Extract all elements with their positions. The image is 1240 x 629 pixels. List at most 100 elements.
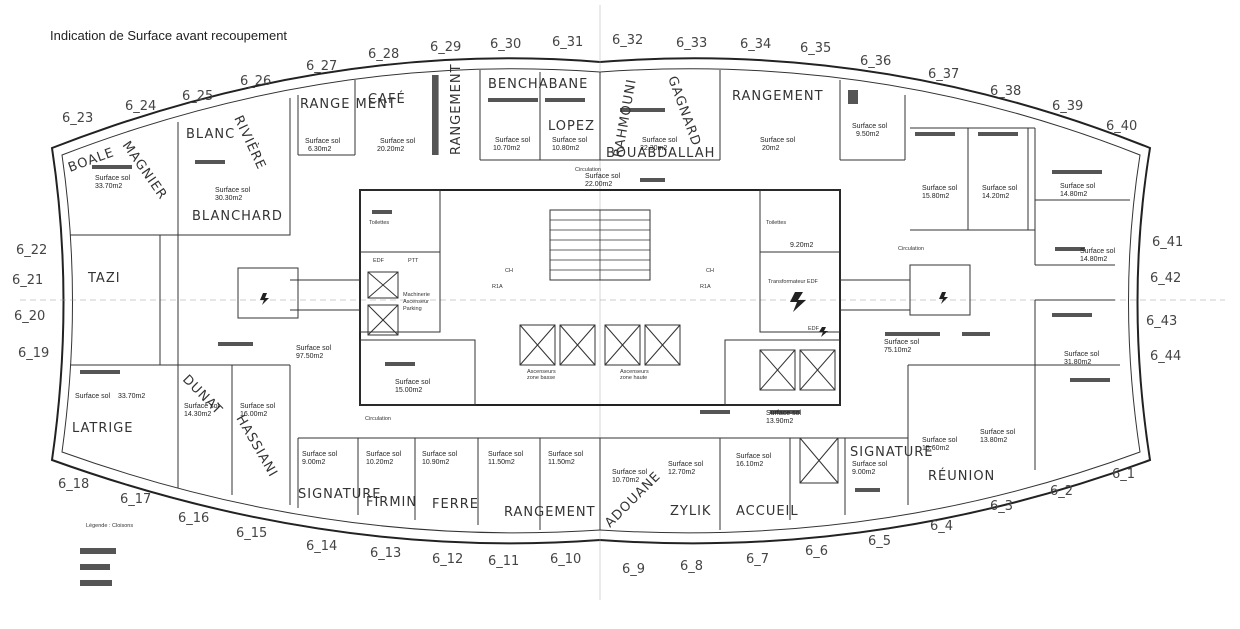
label-asc-haute-1: Ascenseurs: [620, 369, 649, 375]
label-asc-haute-2: zone haute: [620, 375, 647, 381]
surface-value: 14.80m2: [1080, 256, 1107, 263]
office-number-6-37: 6_37: [928, 67, 959, 82]
surface-value: 9.50m2: [856, 131, 879, 138]
surface-value: 22.30m2: [640, 145, 667, 152]
surface-label: Surface sol: [296, 345, 331, 352]
surface-label: Surface sol: [422, 451, 457, 458]
hand-rangement-bottom: RANGEMENT: [504, 505, 596, 520]
surface-label: Surface sol: [852, 461, 887, 468]
surface-value: 11.50m2: [548, 459, 575, 466]
label-circulation-right: Circulation: [898, 246, 924, 252]
office-number-6-31: 6_31: [552, 35, 583, 50]
redaction-marks: [80, 75, 1110, 586]
office-number-6-22: 6_22: [16, 243, 47, 258]
hand-firmin: FIRMIN: [366, 495, 417, 510]
office-number-6-1: 6_1: [1112, 467, 1135, 482]
label-edf-left: EDF: [373, 258, 385, 264]
hand-reunion: RÉUNION: [928, 468, 995, 484]
office-number-6-16: 6_16: [178, 511, 209, 526]
label-ptt: PTT: [408, 258, 419, 264]
office-number-6-27: 6_27: [306, 59, 337, 74]
hand-magnier: MAGNIER: [119, 139, 170, 203]
hand-bouabdallah: BOUABDALLAH: [606, 146, 715, 161]
office-number-6-34: 6_34: [740, 37, 771, 52]
surface-value: 9.20m2: [790, 242, 813, 249]
label-asc-basse-2: zone basse: [527, 375, 555, 381]
office-number-6-17: 6_17: [120, 492, 151, 507]
surface-value: 75.10m2: [884, 347, 911, 354]
hand-lopez: LOPEZ: [548, 119, 595, 134]
office-number-6-28: 6_28: [368, 47, 399, 62]
office-number-6-30: 6_30: [490, 37, 521, 52]
office-number-6-10: 6_10: [550, 552, 581, 567]
surface-label: Surface sol: [922, 185, 957, 192]
office-number-6-26: 6_26: [240, 74, 271, 89]
central-core: [237, 189, 971, 484]
office-number-6-41: 6_41: [1152, 235, 1183, 250]
surface-label: Surface sol: [548, 451, 583, 458]
label-circulation-top: Circulation: [575, 167, 601, 173]
surface-label: Surface sol: [366, 451, 401, 458]
label-circulation-bottom: Circulation: [365, 416, 391, 422]
hand-tazi: TAZI: [87, 271, 121, 286]
office-number-6-11: 6_11: [488, 554, 519, 569]
office-number-6-3: 6_3: [990, 499, 1013, 514]
label-toilettes-right: Toilettes: [766, 220, 786, 226]
surface-value: 10.20m2: [366, 459, 393, 466]
surface-label: Surface sol: [240, 403, 275, 410]
lightning-icon: [819, 327, 828, 337]
surface-value: 15.00m2: [395, 387, 422, 394]
surface-value: 22.00m2: [585, 181, 612, 188]
hand-blanchard: BLANCHARD: [192, 209, 283, 224]
surface-label: Surface sol: [736, 453, 771, 460]
office-number-6-20: 6_20: [14, 309, 45, 324]
office-number-6-25: 6_25: [182, 89, 213, 104]
surface-value: 20m2: [762, 145, 780, 152]
office-number-6-24: 6_24: [125, 99, 156, 114]
office-number-6-36: 6_36: [860, 54, 891, 69]
surface-value: 10.90m2: [422, 459, 449, 466]
surface-label: Surface sol: [302, 451, 337, 458]
office-number-6-42: 6_42: [1150, 271, 1181, 286]
surface-value: 15.80m2: [922, 193, 949, 200]
office-number-6-21: 6_21: [12, 273, 43, 288]
hand-ferre: FERRE: [432, 497, 479, 512]
label-r1a-left: R1A: [492, 284, 503, 290]
surface-label: Surface sol: [184, 403, 219, 410]
surface-label: Surface sol: [922, 437, 957, 444]
surface-label: Surface sol: [552, 137, 587, 144]
label-toilettes-left: Toilettes: [369, 220, 389, 226]
surface-label: Surface sol: [668, 461, 703, 468]
surface-label: Surface sol: [884, 339, 919, 346]
technical-labels: Circulation Circulation Circulation Toil…: [86, 167, 924, 529]
surface-label: Surface sol: [760, 137, 795, 144]
surface-label: Surface sol: [95, 175, 130, 182]
office-number-6-40: 6_40: [1106, 119, 1137, 134]
surface-label: Surface sol: [642, 137, 677, 144]
surface-value: 13.90m2: [766, 418, 793, 425]
hand-blanc: BLANC: [186, 127, 235, 142]
office-number-6-29: 6_29: [430, 40, 461, 55]
surface-value: 14.80m2: [1060, 191, 1087, 198]
office-number-6-4: 6_4: [930, 519, 953, 534]
office-number-6-14: 6_14: [306, 539, 337, 554]
lightning-icon: [939, 292, 948, 304]
surface-value: 16.00m2: [240, 411, 267, 418]
office-number-6-23: 6_23: [62, 111, 93, 126]
hand-benchabane: BENCHABANE: [488, 77, 588, 92]
hand-boale: BOALE: [66, 145, 116, 176]
surface-label: Surface sol: [380, 138, 415, 145]
office-number-6-9: 6_9: [622, 562, 645, 577]
surface-value: 15.60m2: [922, 445, 949, 452]
surface-value: 12.70m2: [668, 469, 695, 476]
label-ch-left: CH: [505, 268, 513, 274]
hand-hassiani: HASSIANI: [233, 413, 281, 481]
surface-value: 10.70m2: [612, 477, 639, 484]
hand-signature-left: SIGNATURE: [298, 487, 381, 502]
hand-cafe: CAFÉ: [368, 91, 406, 107]
surface-label: Surface sol: [1064, 351, 1099, 358]
surface-value: 14.20m2: [982, 193, 1009, 200]
hand-latrige: LATRIGE: [72, 421, 134, 436]
surface-label: Surface sol: [766, 410, 801, 417]
